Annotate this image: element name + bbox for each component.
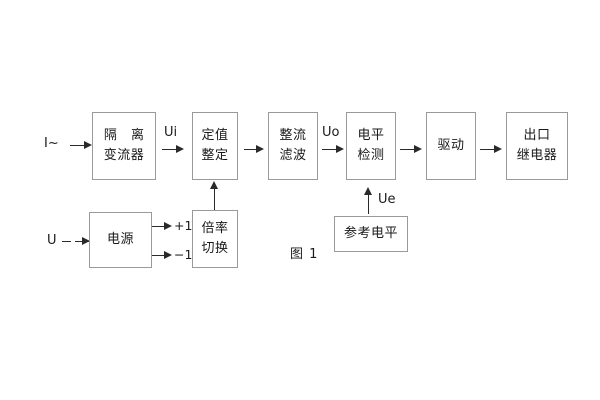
signal-uo-label: Uo (322, 125, 340, 140)
block-output-relay[interactable]: 出口 继电器 (506, 112, 568, 180)
block-drive[interactable]: 驱动 (426, 112, 476, 180)
block-reference-level-line1: 参考电平 (343, 225, 398, 241)
block-multiplier-switch-line2: 切换 (201, 241, 229, 256)
block-level-detect-line2: 检测 (357, 148, 385, 163)
block-isolating-ct[interactable]: 隔 离 变流器 (92, 112, 156, 180)
block-output-relay-line2: 继电器 (516, 148, 558, 163)
block-drive-line1: 驱动 (437, 137, 465, 153)
block-isolating-ct-line1: 隔 离 (103, 127, 150, 143)
current-input-label: I~ (44, 136, 59, 151)
input-voltage-lead-dash (62, 241, 71, 242)
arrowhead-right-icon (414, 145, 422, 153)
block-rectify-filter-line1: 整流 (279, 127, 307, 143)
multiplier-to-setting-lead (214, 186, 215, 210)
arrowhead-right-icon (84, 141, 92, 149)
setting-to-rectify-lead (244, 149, 262, 150)
block-multiplier-switch-line1: 倍率 (201, 220, 229, 236)
block-power-supply-line1: 电源 (106, 231, 134, 247)
signal-ui-label: Ui (164, 125, 178, 140)
block-power-supply[interactable]: 电源 (89, 212, 152, 268)
block-reference-level[interactable]: 参考电平 (334, 216, 408, 252)
block-rectify-filter-line2: 滤波 (279, 148, 307, 163)
block-setting-value-line1: 定值 (201, 127, 229, 143)
rail-positive-lead (152, 226, 170, 227)
voltage-input-label: U (47, 233, 57, 248)
uo-lead (322, 149, 342, 150)
drive-to-relay-lead (480, 149, 500, 150)
arrowhead-right-icon (82, 237, 90, 245)
block-setting-value[interactable]: 定值 整定 (192, 112, 238, 180)
arrowhead-right-icon (164, 222, 172, 230)
block-rectify-filter[interactable]: 整流 滤波 (268, 112, 318, 180)
block-level-detect[interactable]: 电平 检测 (346, 112, 396, 180)
block-isolating-ct-line2: 变流器 (103, 148, 145, 163)
block-level-detect-line1: 电平 (357, 127, 385, 143)
block-setting-value-line2: 整定 (201, 148, 229, 163)
figure-caption: 图 1 (290, 247, 319, 262)
block-output-relay-line1: 出口 (523, 127, 551, 143)
input-current-lead (70, 145, 90, 146)
arrowhead-right-icon (336, 145, 344, 153)
arrowhead-right-icon (176, 145, 184, 153)
arrowhead-right-icon (256, 145, 264, 153)
ui-lead (162, 149, 182, 150)
arrowhead-up-icon (210, 181, 218, 189)
arrowhead-up-icon (364, 187, 372, 195)
rail-negative-lead (152, 255, 170, 256)
block-multiplier-switch[interactable]: 倍率 切换 (192, 210, 238, 268)
arrowhead-right-icon (494, 145, 502, 153)
arrowhead-right-icon (164, 251, 172, 259)
level-to-drive-lead (400, 149, 420, 150)
reference-to-level-lead (368, 192, 369, 214)
signal-ue-label: Ue (378, 192, 396, 207)
